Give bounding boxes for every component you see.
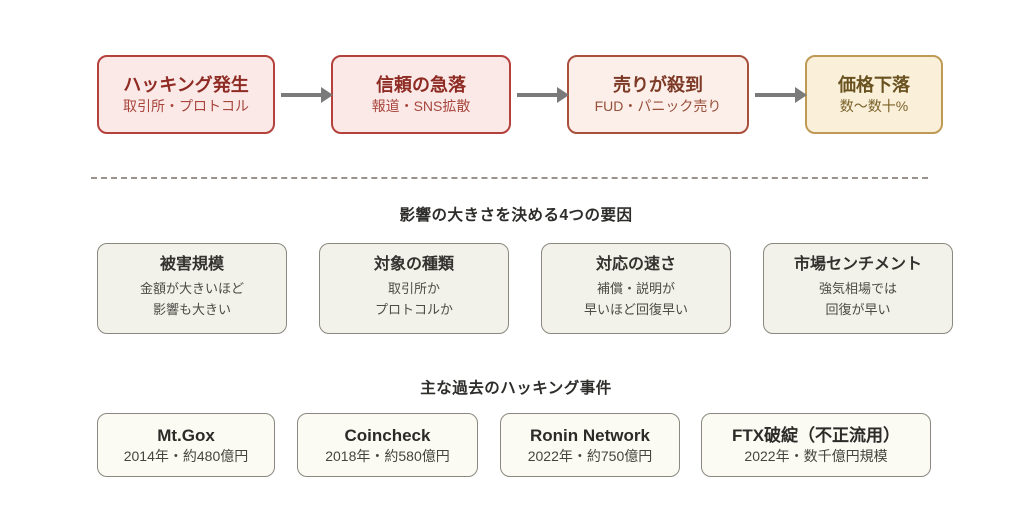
incident-subtitle: 2022年・約750億円: [527, 448, 653, 464]
incident-card-ftx: FTX破綻（不正流用） 2022年・数千億円規模: [701, 413, 931, 477]
hack-flow-row: ハッキング発生 取引所・プロトコル 信頼の急落 報道・SNS拡散 売りが殺到 F…: [97, 55, 943, 134]
incident-title: Mt.Gox: [157, 426, 215, 445]
flow-step-trust-drop: 信頼の急落 報道・SNS拡散: [331, 55, 511, 134]
factor-line: 回復が早い: [825, 301, 891, 317]
incident-row: Mt.Gox 2014年・約480億円 Coincheck 2018年・約580…: [97, 413, 931, 477]
flow-step-price-drop: 価格下落 数〜数十%: [805, 55, 943, 134]
flow-step-title: ハッキング発生: [123, 75, 249, 95]
right-arrow-icon: [281, 86, 333, 103]
flow-step-title: 信頼の急落: [376, 75, 466, 95]
factor-line: プロトコルか: [374, 301, 453, 317]
factor-title: 被害規模: [159, 256, 224, 274]
flow-step-subtitle: FUD・パニック売り: [594, 98, 722, 114]
factor-line: 取引所か: [387, 281, 440, 297]
incident-card-mtgox: Mt.Gox 2014年・約480億円: [97, 413, 275, 477]
incident-title: Coincheck: [344, 426, 431, 445]
right-arrow-icon: [517, 86, 569, 103]
incident-subtitle: 2018年・約580億円: [325, 448, 450, 464]
factor-title: 対応の速さ: [595, 256, 676, 274]
incident-card-coincheck: Coincheck 2018年・約580億円: [297, 413, 478, 477]
factor-card-market-sentiment: 市場センチメント 強気相場では 回復が早い: [763, 243, 953, 334]
incidents-heading: 主な過去のハッキング事件: [420, 380, 612, 397]
factor-title: 市場センチメント: [793, 256, 922, 274]
flow-step-title: 価格下落: [838, 75, 910, 95]
factor-title: 対象の種類: [373, 256, 454, 274]
factor-line: 金額が大きいほど: [139, 281, 244, 297]
incident-subtitle: 2014年・約480億円: [123, 448, 249, 464]
flow-step-sell-off: 売りが殺到 FUD・パニック売り: [567, 55, 749, 134]
right-arrow-icon: [755, 86, 807, 103]
factor-card-damage-scale: 被害規模 金額が大きいほど 影響も大きい: [97, 243, 287, 334]
incident-subtitle: 2022年・数千億円規模: [744, 448, 888, 464]
flow-step-hacking: ハッキング発生 取引所・プロトコル: [97, 55, 275, 134]
incident-card-ronin-network: Ronin Network 2022年・約750億円: [500, 413, 680, 477]
incident-title: FTX破綻（不正流用）: [731, 426, 901, 445]
flow-step-subtitle: 数〜数十%: [839, 98, 909, 114]
flow-step-subtitle: 取引所・プロトコル: [123, 98, 249, 114]
factor-card-response-speed: 対応の速さ 補償・説明が 早いほど回復早い: [541, 243, 731, 334]
factor-line: 補償・説明が: [596, 281, 675, 297]
flow-step-title: 売りが殺到: [613, 75, 703, 95]
flow-step-subtitle: 報道・SNS拡散: [371, 98, 471, 114]
dashed-divider: [91, 177, 928, 179]
factor-card-target-type: 対象の種類 取引所か プロトコルか: [319, 243, 509, 334]
factors-heading: 影響の大きさを決める4つの要因: [399, 207, 633, 224]
factor-line: 強気相場では: [818, 281, 897, 297]
incident-title: Ronin Network: [530, 426, 650, 445]
factor-line: 影響も大きい: [152, 301, 231, 317]
factor-line: 早いほど回復早い: [583, 301, 688, 317]
factor-row: 被害規模 金額が大きいほど 影響も大きい 対象の種類 取引所か プロトコルか 対…: [97, 243, 953, 334]
